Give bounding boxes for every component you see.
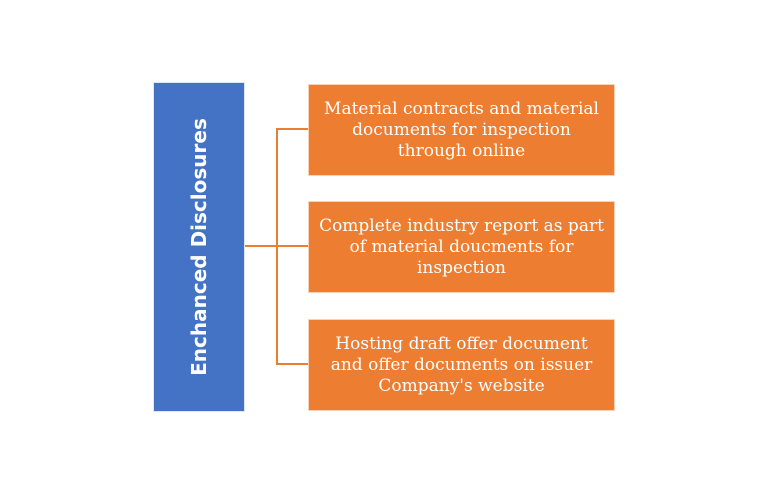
child-label: Material contracts and material document…: [324, 98, 599, 161]
child-label: Hosting draft offer document and offer d…: [330, 333, 593, 396]
connector-branch-2: [276, 245, 308, 247]
root-label: Enchanced Disclosures: [187, 118, 211, 376]
connector-root: [245, 245, 277, 247]
root-node: Enchanced Disclosures: [153, 82, 245, 412]
connector-branch-3: [276, 363, 308, 365]
child-node: Complete industry report as part of mate…: [308, 201, 615, 293]
connector-branch-1: [276, 128, 308, 130]
child-node: Hosting draft offer document and offer d…: [308, 319, 615, 411]
child-node: Material contracts and material document…: [308, 84, 615, 176]
child-label: Complete industry report as part of mate…: [319, 215, 604, 278]
